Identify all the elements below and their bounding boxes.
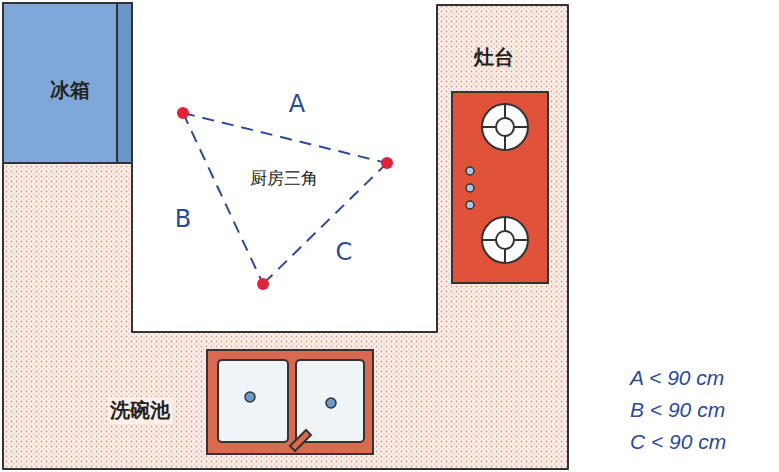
burner [482,104,528,263]
drain [326,398,336,408]
triangle-region: 厨房三角 [183,113,387,284]
basin [218,360,288,442]
node-label: 灶台 [474,44,514,71]
distance-note: A < 90 cm [630,366,724,390]
knob [466,167,474,209]
distance-note: C < 90 cm [630,430,726,454]
distance-note: B < 90 cm [630,398,725,422]
faucet [290,430,311,451]
node-label: 洗碗池 [108,397,172,424]
side-letter: A [286,90,308,118]
side-letter: C [333,238,356,266]
stove-box: 灶台 [445,30,555,285]
node-label: 冰箱 [50,77,90,104]
fridge-door [117,3,132,163]
triangle-vertex [177,107,393,290]
node-label: 厨房三角 [250,167,318,190]
side-letter: B [172,205,194,233]
sink-box: 洗碗池 [90,350,375,455]
stove [452,92,548,283]
fridge-box: 冰箱 [3,3,132,163]
triangle-sides [183,113,387,284]
sink [207,350,373,454]
drain [245,392,255,402]
fridge [3,3,132,163]
